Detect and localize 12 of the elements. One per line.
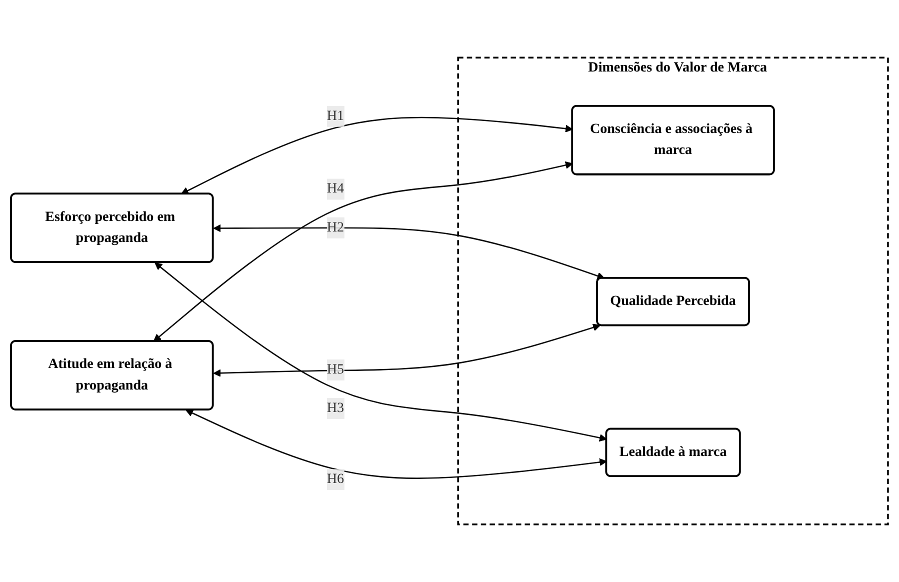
edge-label: H4 (326, 181, 344, 196)
edge-label: H1 (326, 108, 344, 124)
edge-label: H2 (326, 220, 344, 235)
edge-label: H6 (326, 472, 344, 487)
arrow (153, 161, 573, 342)
arrow (186, 409, 607, 479)
arrow (180, 116, 573, 194)
arrow (213, 224, 605, 280)
arrow (154, 262, 607, 442)
edge-label: H5 (326, 362, 344, 377)
arrow (213, 324, 600, 377)
edge-label: H3 (326, 400, 344, 416)
